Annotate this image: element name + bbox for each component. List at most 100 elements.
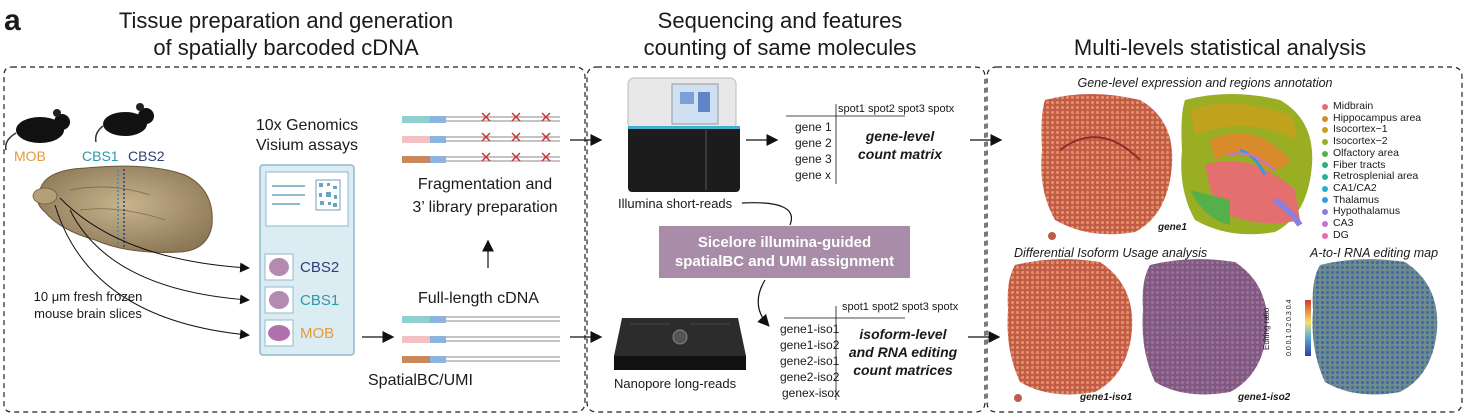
editing-colorbar	[1305, 300, 1311, 356]
iso2-caption: gene1-iso2	[1238, 392, 1291, 403]
sicelore-box: Sicelore illumina-guided spatialBC and U…	[659, 226, 910, 278]
legend-label: Hippocampus area	[1333, 111, 1422, 124]
full-length-cdna	[402, 316, 560, 363]
legend-label: DG	[1333, 228, 1349, 241]
illumina-label: Illumina short-reads	[618, 196, 733, 211]
isoform-matrix-header: spot1 spot2 spot3 spotx	[842, 301, 959, 313]
panel-frame-left	[3, 66, 586, 413]
brain-3d-illustration	[32, 165, 213, 253]
gene-row: gene 2	[795, 136, 832, 150]
isoform-row: gene1-iso1	[780, 322, 840, 336]
visium-slide	[259, 164, 355, 356]
colorbar-label: Editing ratio	[1262, 307, 1271, 350]
title-left-line1: Tissue preparation and generation	[118, 8, 454, 33]
nanopore-device-illustration	[614, 318, 746, 370]
isoform-row: gene2-iso1	[780, 354, 840, 368]
tissue-map-regions	[1181, 94, 1313, 235]
full-length-label: Full-length cDNA	[418, 290, 539, 307]
legend-swatch	[1322, 197, 1328, 204]
label-cbs2: CBS2	[128, 148, 165, 164]
spatial-umi-label: SpatialBC/UMI	[368, 372, 473, 389]
legend-swatch	[1322, 174, 1328, 181]
isoform-label-line3: count matrices	[853, 362, 953, 378]
diu-title: Differential Isoform Usage analysis	[1014, 246, 1208, 260]
slices-line2: mouse brain slices	[34, 306, 142, 321]
isoform-label-line1: isoform-level	[859, 326, 947, 342]
editing-title: A-to-I RNA editing map	[1310, 246, 1439, 260]
gene-matrix-label-line2: count matrix	[857, 146, 942, 162]
visium-slot-mob: MOB	[300, 325, 335, 342]
legend-item: Hypothalamus	[1322, 206, 1421, 218]
legend-item: DG	[1322, 228, 1421, 242]
legend-swatch	[1322, 103, 1328, 110]
legend-item: Hippocampus area	[1322, 111, 1422, 125]
gene-matrix-label-line1: gene-level	[865, 128, 935, 144]
tissue-map-gene1	[1041, 94, 1173, 240]
gene-row: gene x	[795, 168, 832, 182]
legend-swatch	[1322, 185, 1328, 192]
legend-item: Isocortex−1	[1322, 124, 1421, 136]
colorbar-ticks: 0.0 0.1 0.2 0.3 0.4	[1286, 300, 1293, 356]
label-mob: MOB	[14, 148, 46, 164]
gene-row: gene 1	[795, 120, 832, 134]
frag-line1: Fragmentation and	[417, 176, 553, 193]
visium-slot-cbs1: CBS1	[300, 292, 340, 309]
title-left-line2: of spatially barcoded cDNA	[153, 35, 419, 60]
legend-label: Olfactory area	[1333, 146, 1399, 159]
legend-swatch	[1322, 162, 1328, 169]
colorbar-tick: 0.0	[1286, 346, 1293, 356]
illumina-sequencer-illustration	[627, 77, 740, 192]
sicelore-line2: spatialBC and UMI assignment	[674, 253, 895, 270]
visium-title-line1: 10x Genomics	[255, 117, 359, 134]
legend-item: Isocortex−2	[1322, 135, 1421, 148]
legend-swatch	[1322, 127, 1328, 134]
legend-label: Isocortex−2	[1333, 135, 1388, 148]
slices-line1: 10 μm fresh frozen	[33, 289, 143, 304]
mouse-icon-mob	[4, 109, 70, 151]
legend-label: Hypothalamus	[1333, 205, 1401, 218]
legend-item: Thalamus	[1322, 193, 1421, 207]
legend-item: Fiber tracts	[1322, 159, 1421, 172]
iso1-caption: gene1-iso1	[1080, 392, 1133, 403]
legend-swatch	[1322, 138, 1328, 145]
legend-item: CA3	[1322, 217, 1421, 230]
title-right: Multi-levels statistical analysis	[1073, 35, 1367, 60]
gene-matrix-header: spot1 spot2 spot3 spotx	[838, 103, 955, 115]
panel-frame-middle	[586, 66, 986, 413]
colorbar-tick: 0.3	[1286, 311, 1293, 321]
tissue-map-editing	[1312, 259, 1438, 395]
panel-frame-right	[986, 66, 1463, 413]
legend-label: Isocortex−1	[1333, 123, 1388, 136]
tissue-map-iso1	[1007, 259, 1133, 402]
legend-swatch	[1322, 115, 1328, 122]
colorbar-tick: 0.4	[1286, 299, 1293, 310]
legend-swatch	[1322, 232, 1328, 239]
title-mid-line2: counting of same molecules	[643, 35, 917, 60]
panel-label: a	[4, 4, 21, 37]
nanopore-label: Nanopore long-reads	[614, 376, 737, 391]
legend-label: CA1/CA2	[1333, 181, 1377, 194]
legend-label: Thalamus	[1333, 193, 1380, 206]
legend-label: Retrosplenial area	[1333, 170, 1419, 183]
legend-item: Retrosplenial area	[1322, 171, 1421, 183]
legend-label: CA3	[1333, 217, 1354, 230]
colorbar-tick: 0.1	[1286, 334, 1293, 345]
legend-item: CA1/CA2	[1322, 181, 1421, 195]
legend-item: Olfactory area	[1322, 146, 1421, 160]
isoform-row: genex-isox	[782, 386, 841, 400]
sicelore-line1: Sicelore illumina-guided	[697, 234, 872, 251]
visium-title-line2: Visium assays	[256, 137, 358, 154]
isoform-label-line2: and RNA editing	[848, 344, 958, 360]
legend-label: Midbrain	[1333, 100, 1374, 112]
gene1-caption: gene1	[1158, 222, 1187, 233]
legend-item: Midbrain	[1322, 100, 1421, 113]
colorbar-tick: 0.2	[1286, 322, 1293, 333]
legend-swatch	[1322, 150, 1328, 157]
isoform-row: gene1-iso2	[780, 338, 840, 352]
legend-swatch	[1322, 220, 1328, 227]
gene-level-title: Gene-level expression and regions annota…	[1077, 76, 1333, 90]
title-mid-line1: Sequencing and features	[657, 8, 903, 33]
gene-row: gene 3	[795, 152, 832, 166]
